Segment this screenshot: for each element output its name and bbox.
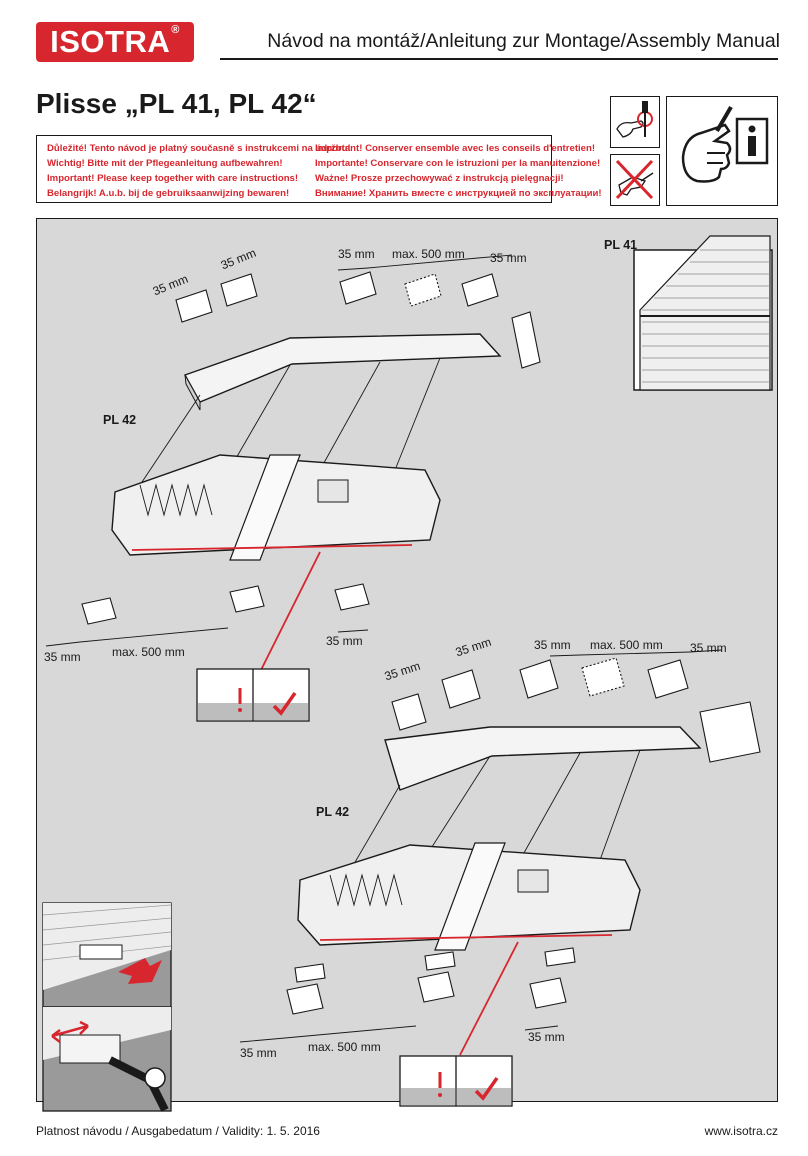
dim-35mm: 35 mm [240, 1046, 277, 1060]
manual-info-icon [666, 96, 778, 206]
lower-assembly [239, 649, 761, 1107]
care-warning-box: Důležité! Tento návod je platný současně… [36, 135, 602, 203]
warning-line: Belangrijk! A.u.b. bij de gebruiksaanwij… [47, 188, 290, 199]
product-title: Plisse „PL 41, PL 42“ [36, 88, 317, 119]
detail-insets [42, 902, 172, 1112]
website-link[interactable]: www.isotra.cz [704, 1124, 778, 1138]
dim-35mm: 35 mm [690, 641, 727, 655]
warning-line: Důležité! Tento návod je platný současně… [47, 143, 351, 154]
header-rule [220, 58, 778, 60]
pl41-label: PL 41 [604, 238, 638, 252]
pl42-upper-label: PL 42 [103, 413, 137, 427]
pl42-lower-label: PL 42 [316, 805, 350, 819]
warning-line: Внимание! Хранить вместе с инструкцией п… [315, 188, 602, 199]
warning-line: Importante! Conservare con le istruzioni… [315, 158, 601, 169]
pl41-window-illustration [633, 235, 773, 391]
warnings-left: Důležité! Tento návod je platný současně… [47, 141, 351, 201]
dim-35mm: 35 mm [490, 251, 527, 265]
dim-35mm: 35 mm [44, 650, 81, 664]
manual-title: Návod na montáž/Anleitung zur Montage/As… [267, 30, 780, 52]
warning-line: Ważne! Prosze przechowywać z instrukcją … [315, 173, 564, 184]
dim-max500: max. 500 mm [112, 645, 185, 659]
no-drill-icon [610, 154, 660, 206]
isotra-logo: ISOTRA® [36, 22, 194, 62]
warning-line: Wichtig! Bitte mit der Pflegeanleitung a… [47, 158, 283, 169]
warning-line: Important! Please keep together with car… [47, 173, 299, 184]
dim-max500: max. 500 mm [590, 638, 663, 652]
dim-35mm: 35 mm [528, 1030, 565, 1044]
dim-35mm: 35 mm [326, 634, 363, 648]
dim-35mm: 35 mm [338, 247, 375, 261]
validity-date: Platnost návodu / Ausgabedatum / Validit… [36, 1124, 320, 1138]
upper-assembly [45, 254, 541, 722]
dim-35mm: 35 mm [534, 638, 571, 652]
warnings-right: Important! Conserver ensemble avec les c… [315, 141, 602, 201]
screwdriver-hand-icon [610, 96, 660, 148]
dim-max500: max. 500 mm [308, 1040, 381, 1054]
dim-max500: max. 500 mm [392, 247, 465, 261]
warning-line: Important! Conserver ensemble avec les c… [315, 143, 596, 154]
